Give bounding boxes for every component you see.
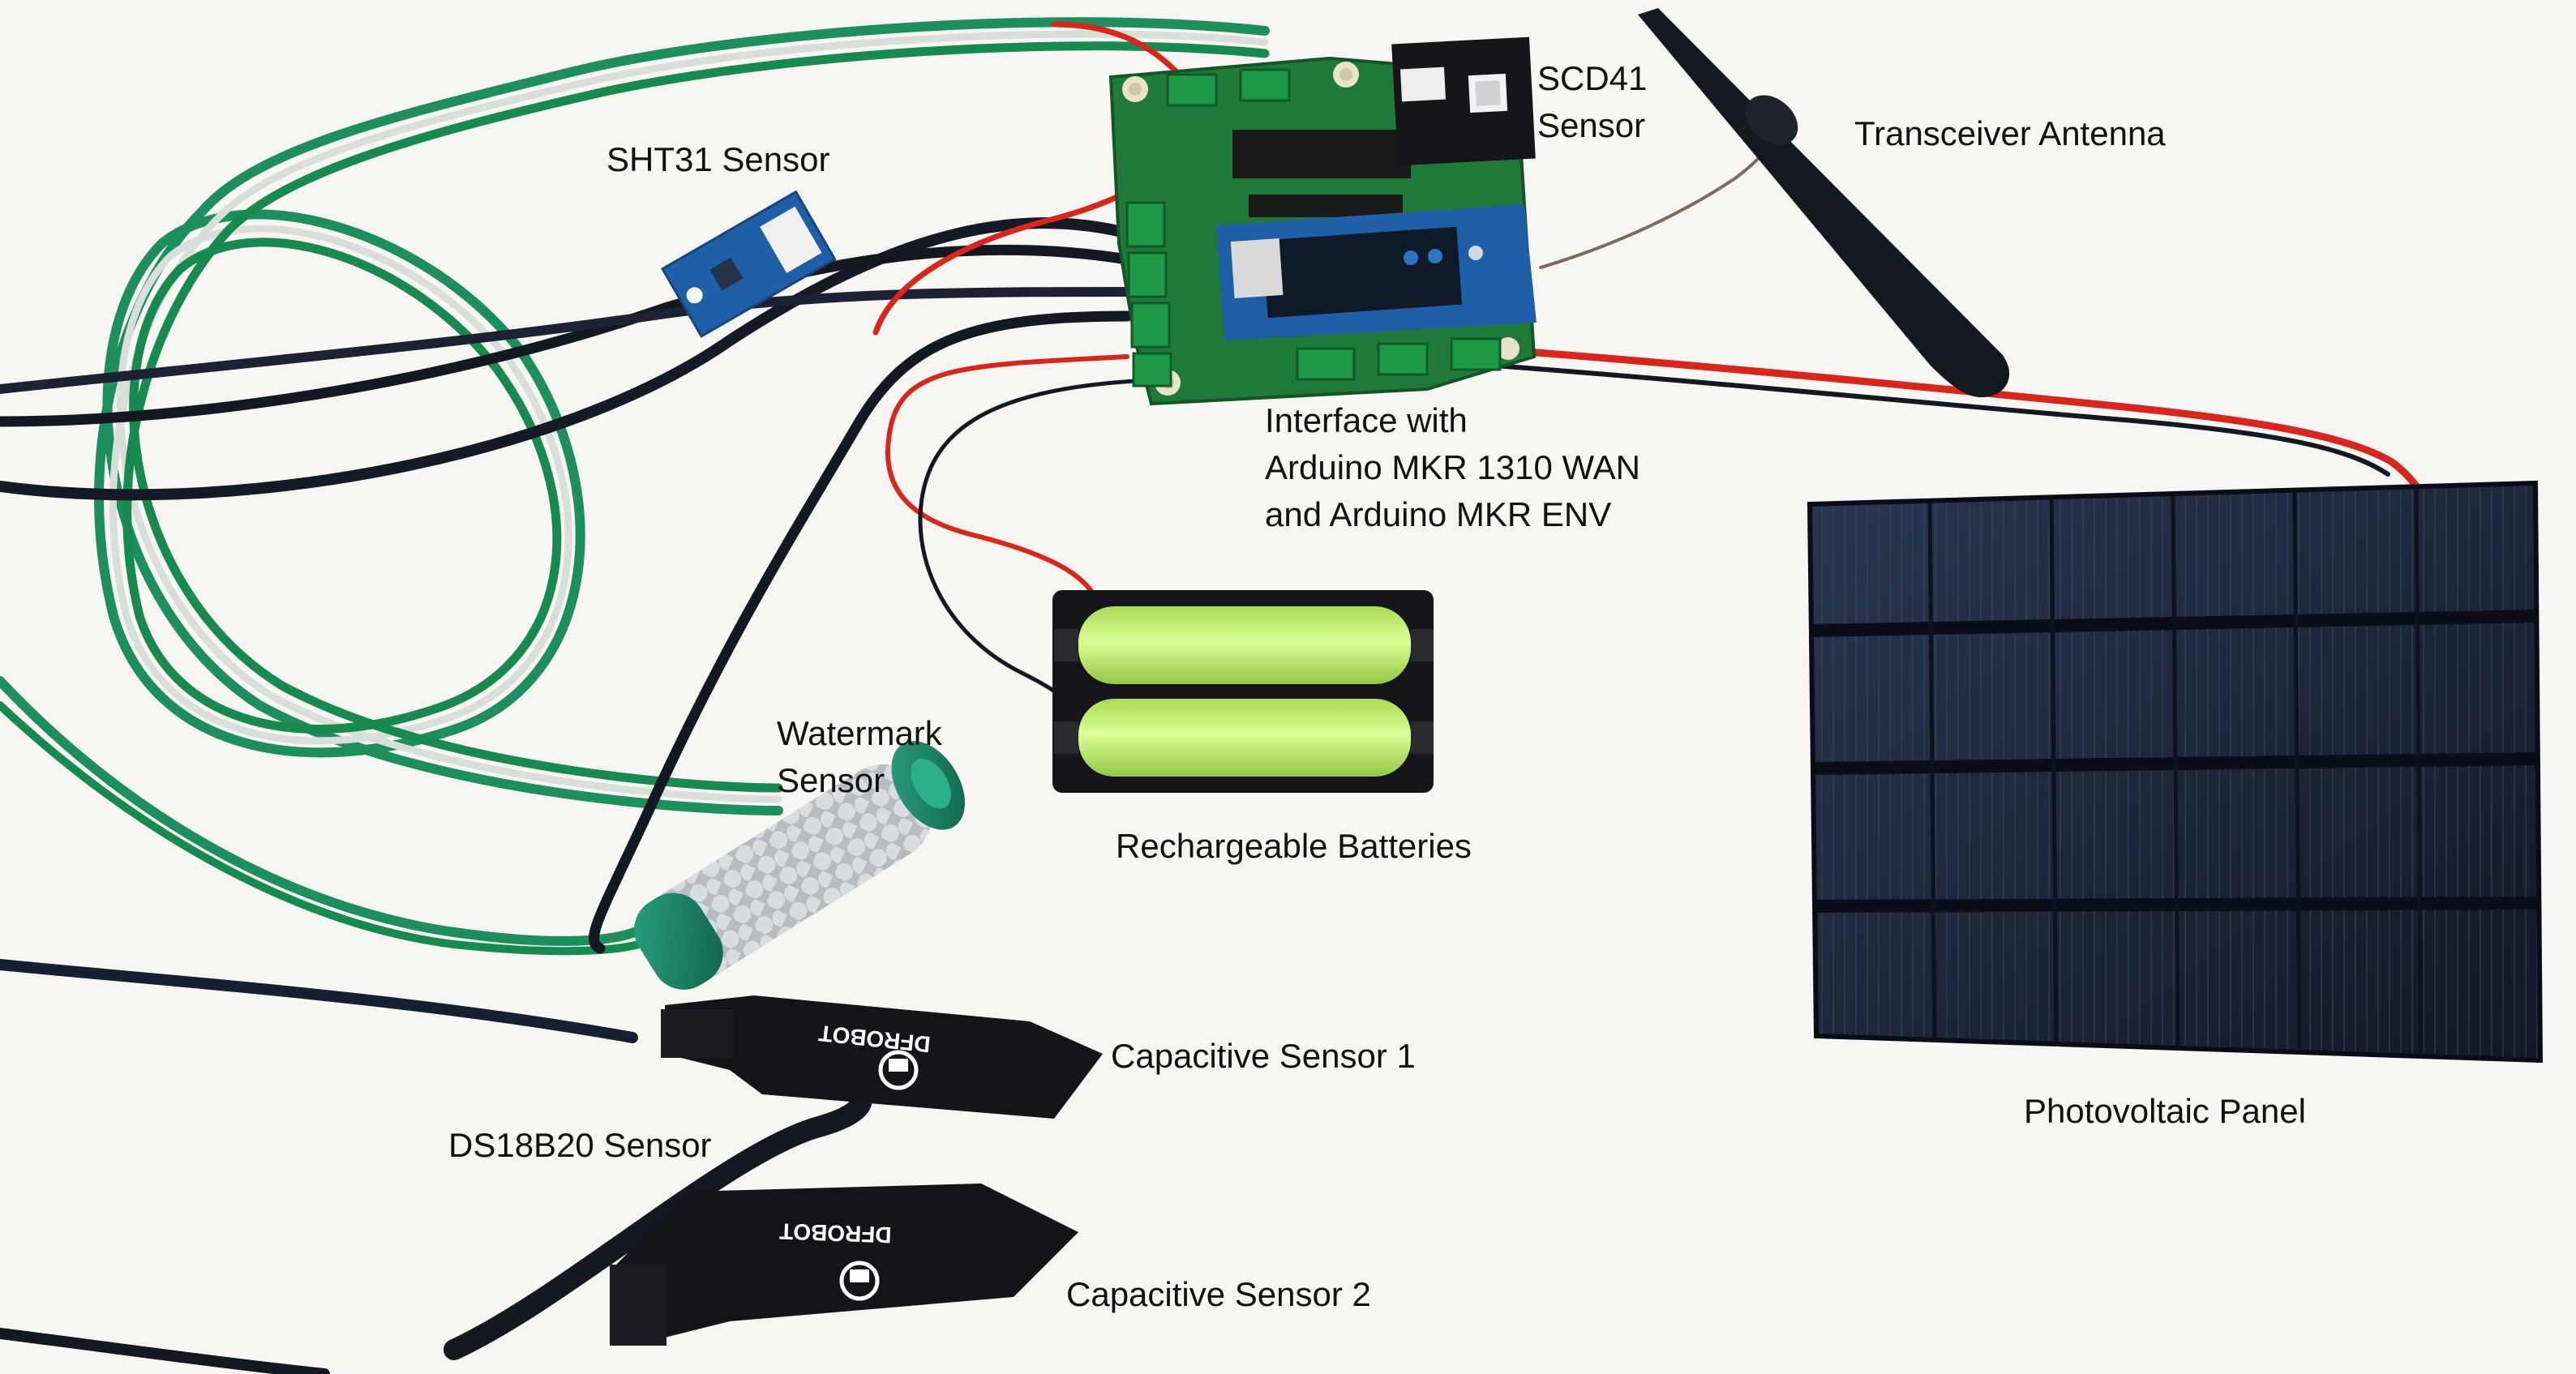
capacitive-sensor-1: DFROBOT (661, 995, 1103, 1119)
label-text: Interface with (1265, 401, 1468, 439)
probe-brand-2: DFROBOT (779, 1218, 892, 1248)
battery-pack (1052, 590, 1434, 793)
transceiver-antenna (1638, 8, 2010, 398)
label-interface: Interface with Arduino MKR 1310 WAN and … (1265, 397, 1640, 538)
label-text: Arduino MKR 1310 WAN (1265, 448, 1640, 486)
label-capacitive-sensor-2: Capacitive Sensor 2 (1066, 1271, 1371, 1318)
cable-bundle (0, 17, 2420, 1374)
label-text: Photovoltaic Panel (2024, 1092, 2306, 1130)
sht31-board (661, 190, 837, 338)
capacitive-sensor-2: DFROBOT (610, 1184, 1078, 1346)
photovoltaic-panel (1807, 480, 2544, 1064)
label-scd41-sensor: SCD41 Sensor (1537, 55, 1647, 149)
label-rechargeable-batteries: Rechargeable Batteries (1116, 823, 1472, 870)
label-ds18b20-sensor: DS18B20 Sensor (448, 1122, 712, 1169)
label-text: Capacitive Sensor 1 (1111, 1037, 1416, 1075)
label-text: DS18B20 Sensor (448, 1126, 712, 1164)
label-transceiver-antenna: Transceiver Antenna (1854, 110, 2166, 157)
label-photovoltaic-panel: Photovoltaic Panel (2024, 1088, 2306, 1135)
label-text: and Arduino MKR ENV (1265, 495, 1612, 533)
label-text: Capacitive Sensor 2 (1066, 1275, 1371, 1313)
label-text: Transceiver Antenna (1854, 114, 2166, 152)
label-watermark-sensor: Watermark Sensor (777, 710, 942, 804)
label-text: Rechargeable Batteries (1116, 827, 1472, 865)
watermark-sensor (634, 741, 966, 990)
label-text: Sensor (1537, 106, 1646, 144)
label-capacitive-sensor-1: Capacitive Sensor 1 (1111, 1033, 1416, 1080)
label-text: Sensor (777, 761, 885, 799)
scd41-board (1391, 36, 1536, 166)
label-text: Watermark (777, 714, 942, 752)
label-sht31-sensor: SHT31 Sensor (606, 136, 829, 183)
label-text: SCD41 (1537, 59, 1648, 97)
label-text: SHT31 Sensor (606, 140, 830, 178)
